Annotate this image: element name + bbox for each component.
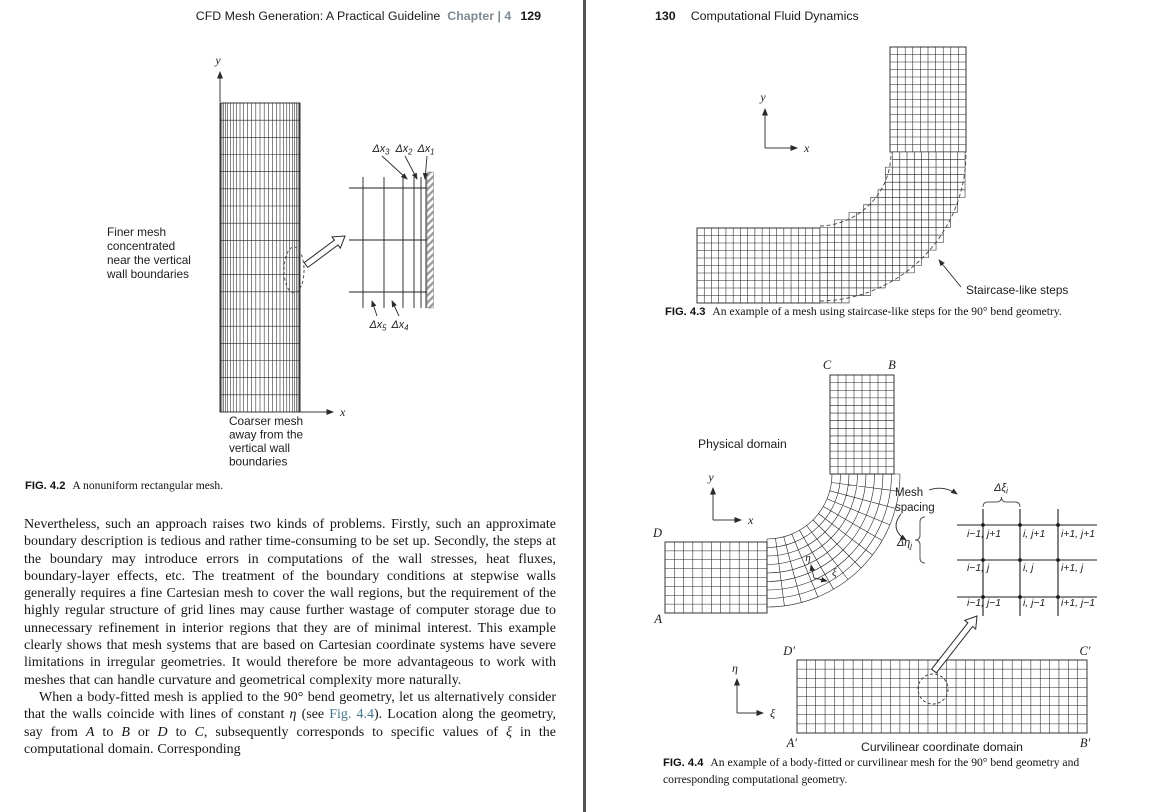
page-number-right: 130 bbox=[655, 9, 676, 23]
paragraph: Nevertheless, such an approach raises tw… bbox=[24, 516, 556, 689]
corner-D-prime: D′ bbox=[782, 644, 795, 658]
text-run: to bbox=[167, 724, 195, 740]
stencil-node-label: i+1, j bbox=[1061, 563, 1084, 574]
corner-D: D bbox=[652, 526, 662, 540]
fig43-axis-label-x: x bbox=[803, 141, 810, 155]
corner-C-prime: C′ bbox=[1079, 644, 1090, 658]
zoom-region-circle bbox=[917, 673, 949, 705]
fig-4-2-caption-label: FIG. 4.2 bbox=[25, 480, 66, 492]
fig-4-4-link[interactable]: Fig. 4.4 bbox=[329, 707, 375, 723]
corner-C: C bbox=[823, 358, 832, 372]
text-run: Nevertheless, such an approach raises tw… bbox=[24, 517, 556, 688]
coarser-mesh-annotation: vertical wall bbox=[229, 441, 290, 455]
comp-eta-label: η bbox=[732, 661, 738, 675]
stencil-node-label: i−1, j−1 bbox=[967, 598, 1001, 609]
fig44-axis-label-y: y bbox=[707, 470, 714, 484]
stencil-node-label: i−1, j bbox=[967, 563, 990, 574]
curvilinear-bend-mesh bbox=[766, 473, 901, 608]
stencil-node-label: i−1, j+1 bbox=[967, 529, 1001, 540]
staircase-cells bbox=[819, 151, 966, 304]
mesh-spacing-label: spacing bbox=[895, 502, 935, 514]
stencil-node-label: i, j bbox=[1023, 563, 1034, 574]
finer-mesh-annotation: near the vertical bbox=[107, 253, 191, 267]
coarser-mesh-annotation: boundaries bbox=[229, 455, 287, 469]
text-run: B bbox=[121, 724, 130, 740]
stencil-node-label: i+1, j−1 bbox=[1061, 598, 1095, 609]
chapter-label: Chapter | 4 bbox=[447, 9, 512, 23]
fig-4-4-caption-text: An example of a body-fitted or curviline… bbox=[663, 756, 1080, 786]
fig42-dx-bottom-label: Δx4 bbox=[391, 319, 410, 333]
page-header-right: 130 Computational Fluid Dynamics bbox=[655, 9, 859, 23]
coarser-mesh-annotation: Coarser mesh bbox=[229, 414, 303, 428]
text-run: to bbox=[94, 724, 122, 740]
fig-4-2-caption-text: A nonuniform rectangular mesh. bbox=[72, 479, 224, 492]
text-run: (see bbox=[296, 707, 330, 723]
curvilinear-domain-label: Curvilinear coordinate domain bbox=[861, 740, 1023, 754]
corner-B: B bbox=[888, 358, 896, 372]
fig42-dx-top-label: Δx2 bbox=[395, 143, 414, 157]
page-left: CFD Mesh Generation: A Practical Guideli… bbox=[0, 0, 583, 812]
body-text: Nevertheless, such an approach raises tw… bbox=[24, 516, 556, 758]
fig43-axis-label-y: y bbox=[759, 90, 766, 104]
stencil-node-label: i, j+1 bbox=[1023, 529, 1045, 540]
delta-eta-label: Δηj bbox=[896, 537, 912, 551]
fig42-dx-bottom-label: Δx5 bbox=[369, 319, 388, 333]
delta-xi-label: Δξi bbox=[993, 482, 1008, 496]
stencil-node-label: i+1, j+1 bbox=[1061, 529, 1095, 540]
corner-B-prime: B′ bbox=[1080, 736, 1091, 750]
corner-A-prime: A′ bbox=[786, 736, 798, 750]
stencil-grid bbox=[957, 509, 1097, 616]
fig42-axis-label-y: y bbox=[214, 53, 221, 67]
text-run: , subsequently corresponds to specific v… bbox=[203, 724, 506, 740]
running-title-left: CFD Mesh Generation: A Practical Guideli… bbox=[195, 9, 441, 23]
text-run: in the computational domain. Correspondi… bbox=[24, 724, 556, 757]
bend-eta-label: η bbox=[805, 552, 810, 564]
text-run: or bbox=[129, 724, 158, 740]
finer-mesh-annotation: concentrated bbox=[107, 239, 175, 253]
fig42-dx-top-label: Δx1 bbox=[417, 143, 435, 157]
finer-mesh-annotation: Finer mesh bbox=[107, 225, 166, 239]
fig-4-2-caption: FIG. 4.2 A nonuniform rectangular mesh. bbox=[25, 478, 547, 495]
text-run: ξ bbox=[505, 724, 512, 740]
comp-xi-label: ξ bbox=[770, 706, 776, 720]
text-run: C bbox=[194, 724, 204, 740]
fig-4-4-caption-label: FIG. 4.4 bbox=[663, 757, 704, 769]
text-run: D bbox=[157, 724, 168, 740]
fig-4-3-caption-label: FIG. 4.3 bbox=[665, 306, 706, 318]
page-number-left: 129 bbox=[520, 9, 541, 23]
text-run: ). Location along the geometry, say from bbox=[24, 707, 557, 740]
fig44-axis-label-x: x bbox=[747, 513, 754, 527]
fig-4-3-caption: FIG. 4.3 An example of a mesh using stair… bbox=[665, 304, 1145, 321]
text-run: When a body-fitted mesh is applied to th… bbox=[24, 689, 556, 723]
page-right: 130 Computational Fluid Dynamics FIG. 4.3… bbox=[585, 0, 1169, 812]
page-divider bbox=[583, 0, 586, 812]
paragraph: When a body-fitted mesh is applied to th… bbox=[24, 689, 556, 758]
finer-mesh-annotation: wall boundaries bbox=[106, 267, 189, 281]
text-run: A bbox=[85, 724, 95, 740]
running-title-right: Computational Fluid Dynamics bbox=[690, 9, 859, 23]
corner-A: A bbox=[653, 612, 662, 626]
bend-xi-label: ξ bbox=[832, 567, 837, 579]
wall-hatch bbox=[426, 171, 434, 309]
coarser-mesh-annotation: away from the bbox=[229, 428, 304, 442]
fig42-axis-label-x: x bbox=[339, 405, 346, 419]
stencil-node-label: i, j−1 bbox=[1023, 598, 1045, 609]
text-run: η bbox=[289, 707, 297, 723]
mesh-spacing-label: Mesh bbox=[895, 487, 923, 499]
staircase-steps-label: Staircase-like steps bbox=[966, 283, 1068, 297]
page-header-left: CFD Mesh Generation: A Practical Guideli… bbox=[0, 9, 541, 23]
fig42-dx-top-label: Δx3 bbox=[372, 143, 391, 157]
fig-4-3-caption-text: An example of a mesh using staircase-lik… bbox=[712, 305, 1062, 318]
zoom-region-ellipse bbox=[283, 246, 305, 294]
physical-domain-label: Physical domain bbox=[698, 437, 787, 451]
